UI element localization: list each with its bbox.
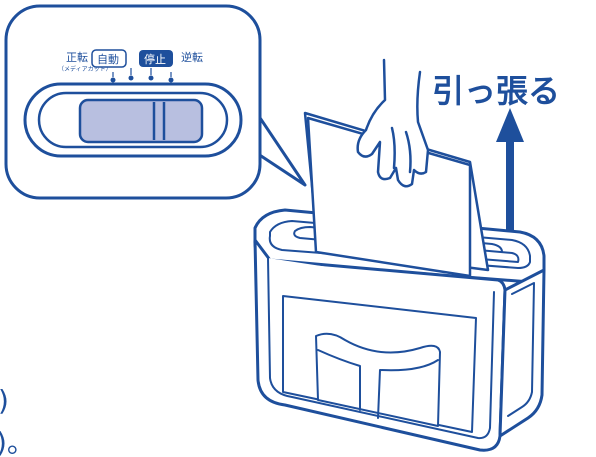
control-panel-callout: 正転 （メディアカット） 自動 停止 逆転 [4, 4, 307, 200]
slide-switch[interactable] [78, 98, 204, 144]
label-auto: 自動 [97, 52, 119, 66]
cropped-text-fragment-1: ) [0, 384, 9, 417]
indicator-forward [110, 77, 116, 83]
lid-switch-area [477, 249, 520, 263]
arrow-up-icon [496, 108, 524, 232]
indicator-reverse [168, 77, 174, 83]
paper-sheet [303, 111, 490, 278]
bin-door [282, 295, 477, 433]
arrow-head [496, 108, 524, 142]
pull-label: 引っ張る [432, 72, 560, 110]
hand-finger-line-1 [390, 126, 396, 170]
arrow-shaft [506, 140, 514, 232]
label-reverse: 逆転 [181, 50, 203, 64]
label-stop: 停止 [144, 52, 166, 66]
bin-handle [315, 332, 441, 427]
label-forward: 正転 [66, 51, 88, 64]
hand-finger-line-2 [404, 130, 412, 174]
bin-handle-inner [317, 349, 361, 411]
label-stop-box [139, 50, 173, 67]
cropped-text-fragment-2: )。 [0, 426, 35, 457]
shredder-side-inner [507, 282, 535, 417]
label-auto-box [91, 49, 127, 68]
indicator-auto [128, 75, 134, 81]
indicator-stop [148, 75, 154, 81]
bin-handle-inner-2 [377, 359, 439, 419]
hand-pulling-paper-icon [356, 58, 430, 188]
label-forward-sub: （メディアカット） [58, 65, 112, 73]
